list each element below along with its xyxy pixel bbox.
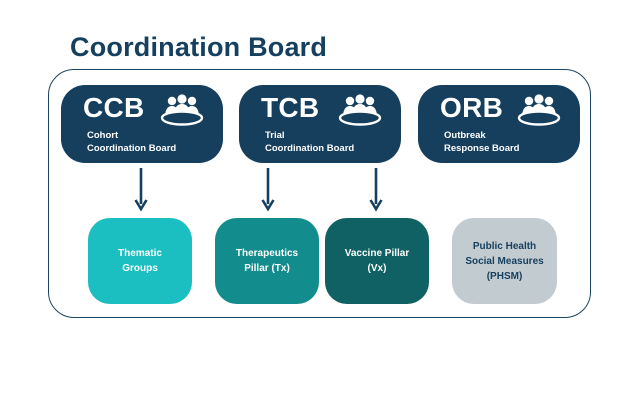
meeting-table-icon	[160, 94, 204, 126]
board-full-name: Outbreak Response Board	[444, 129, 564, 155]
board-abbreviation: CCB	[83, 92, 145, 123]
board-ccb: CCB Cohort Coordination Board	[61, 85, 223, 163]
pillar-label-line: Thematic	[118, 248, 162, 259]
board-name-line: Response Board	[444, 143, 520, 154]
board-orb: ORB Outbreak Response Board	[418, 85, 580, 163]
pillar-thematic-groups: Thematic Groups	[88, 218, 192, 304]
board-name-line: Trial	[265, 130, 285, 141]
pillar-therapeutics: Therapeutics Pillar (Tx)	[215, 218, 319, 304]
board-name-line: Coordination Board	[87, 143, 177, 154]
meeting-table-icon	[338, 94, 382, 126]
pillar-label-line: (Vx)	[367, 263, 387, 274]
board-name-line: Cohort	[87, 130, 119, 141]
pillar-label-line: Groups	[122, 263, 158, 274]
pillar-label-line: Pillar (Tx)	[244, 263, 290, 274]
meeting-table-icon	[517, 94, 561, 126]
pillar-label-line: Public Health	[472, 240, 537, 252]
board-full-name: Trial Coordination Board	[265, 129, 385, 155]
board-name-line: Coordination Board	[265, 143, 355, 154]
board-tcb: TCB Trial Coordination Board	[239, 85, 401, 163]
pillar-phsm: Public Health Social Measures (PHSM)	[452, 218, 557, 304]
board-full-name: Cohort Coordination Board	[87, 129, 207, 155]
arrow-tcb-to-therapeutics	[261, 168, 275, 212]
pillar-label-line: Social Measures	[465, 255, 544, 267]
board-abbreviation: TCB	[261, 92, 320, 123]
pillar-label-line: (PHSM)	[486, 270, 523, 282]
arrow-tcb-to-vaccine	[369, 168, 383, 212]
board-abbreviation: ORB	[440, 92, 504, 123]
pillar-vaccine: Vaccine Pillar (Vx)	[325, 218, 429, 304]
page-title: Coordination Board	[70, 32, 328, 62]
pillar-label-line: Vaccine Pillar	[344, 248, 410, 259]
arrow-ccb-to-thematic	[134, 168, 148, 212]
board-name-line: Outbreak	[444, 130, 486, 141]
pillar-label-line: Therapeutics	[235, 248, 299, 259]
coordination-board-frame	[48, 69, 591, 318]
